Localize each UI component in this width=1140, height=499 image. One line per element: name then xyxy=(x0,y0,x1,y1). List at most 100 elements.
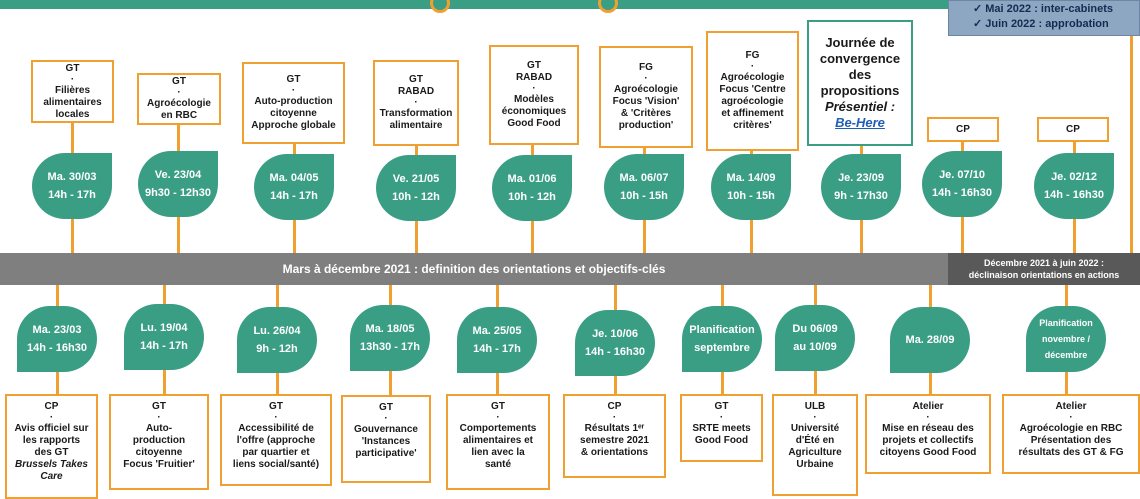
connector-line xyxy=(750,151,753,154)
header-glyph-icon xyxy=(598,0,618,13)
event-box-line: RABAD xyxy=(515,72,553,83)
event-time: 13h30 - 17h xyxy=(360,341,420,353)
event-box-line: GT xyxy=(286,74,301,85)
event-box-line: Transformation xyxy=(379,108,453,119)
event-time: septembre xyxy=(694,342,750,354)
event-box-line: Brussels Takes xyxy=(14,459,88,470)
connector-line xyxy=(531,221,534,253)
event-date: Ma. 01/06 xyxy=(507,173,557,185)
event-box-line: · xyxy=(532,83,536,94)
event-box-line: 'Instances xyxy=(361,436,411,447)
event-box-line: agroécologie xyxy=(721,96,784,107)
event-box-line: · xyxy=(177,87,181,98)
event-box-line: GT xyxy=(409,74,423,85)
event-date: Ma. 18/05 xyxy=(365,323,415,335)
timeline-band-side: Décembre 2021 à juin 2022 : déclinaison … xyxy=(948,253,1140,285)
event-date: Ma. 30/03 xyxy=(47,171,97,183)
event-date: Je. 02/12 xyxy=(1051,171,1097,183)
connector-line xyxy=(721,285,724,306)
connector-line xyxy=(531,145,534,155)
connector-line xyxy=(177,217,180,253)
event-box-line: · xyxy=(414,97,418,108)
event-time: 10h - 12h xyxy=(392,191,440,203)
event-box: CP xyxy=(927,117,999,142)
event-box-line: citoyens Good Food xyxy=(879,447,977,458)
event-time: 14h - 17h xyxy=(270,190,318,202)
top-header-bar xyxy=(0,0,948,9)
event-box-line: alimentaires et xyxy=(462,435,534,446)
event-box-line: Atelier xyxy=(912,401,944,412)
event-box-line: Mise en réseau des xyxy=(882,423,974,434)
event-date: Ve. 23/04 xyxy=(154,169,202,181)
connector-line xyxy=(721,372,724,394)
connector-line xyxy=(496,285,499,307)
event-box-line: GT xyxy=(527,60,541,71)
event-box-line: économiques xyxy=(501,106,567,117)
event-link: Be-Here xyxy=(835,115,885,130)
event-box-line: Gouvernance xyxy=(354,424,418,435)
connector-line xyxy=(1065,285,1068,306)
event-box-line: · xyxy=(49,412,54,423)
event-date: Ma. 06/07 xyxy=(619,172,669,184)
event-box-line: Résultats 1ᵉʳ xyxy=(584,423,645,434)
connector-line xyxy=(1073,142,1076,153)
event-time: 14h - 17h xyxy=(473,343,521,355)
event-box-line: Agroécologie en RBC xyxy=(1019,423,1123,434)
event-box-line: citoyenne xyxy=(270,108,317,119)
event-box-line: santé xyxy=(484,459,512,470)
connector-line xyxy=(71,219,74,253)
event-box-line: Auto-production xyxy=(254,96,333,107)
connector-line xyxy=(814,371,817,394)
event-box-line: des xyxy=(848,67,872,82)
event-box-line: · xyxy=(384,413,388,424)
event-time: 14h - 16h30 xyxy=(27,342,87,354)
event-box-line: CP xyxy=(44,401,59,412)
event-box-line: · xyxy=(291,85,296,96)
event-box-line: par quartier et xyxy=(242,447,310,458)
connector-line xyxy=(750,220,753,253)
connector-line xyxy=(56,285,59,306)
event-box-line: Accessibilité de xyxy=(238,423,314,434)
event-time: novembre / xyxy=(1041,334,1090,344)
event-box-line: alimentaire xyxy=(389,120,443,131)
connector-line xyxy=(961,142,964,151)
event-box-line: · xyxy=(496,412,500,423)
event-box-line: & 'Critères xyxy=(620,108,672,119)
connector-line xyxy=(929,373,932,394)
event-date: Je. 07/10 xyxy=(939,169,985,181)
event-date: Lu. 26/04 xyxy=(253,325,301,337)
event-time: 10h - 15h xyxy=(727,190,775,202)
event-box-line: production' xyxy=(618,120,674,131)
event-box-line: · xyxy=(274,412,278,423)
event-box-line: · xyxy=(750,61,755,72)
event-box-line: projets et collectifs xyxy=(882,435,974,446)
event-box-line: SRTE meets xyxy=(692,423,751,434)
event-box-line: propositions xyxy=(820,83,900,98)
event-box-line: Care xyxy=(40,471,63,482)
date-leaf: Ma. 18/05 13h30 - 17h xyxy=(350,305,430,371)
event-box-line: les rapports xyxy=(22,435,81,446)
event-box-line: & orientations xyxy=(580,447,649,458)
event-box-line: l'offre (approche xyxy=(236,435,316,446)
event-box-line: RABAD xyxy=(397,86,435,97)
connector-line xyxy=(614,285,617,310)
event-date: Du 06/09 xyxy=(792,323,838,335)
event-box-line: · xyxy=(719,412,724,423)
event-box-line: convergence xyxy=(819,51,901,66)
